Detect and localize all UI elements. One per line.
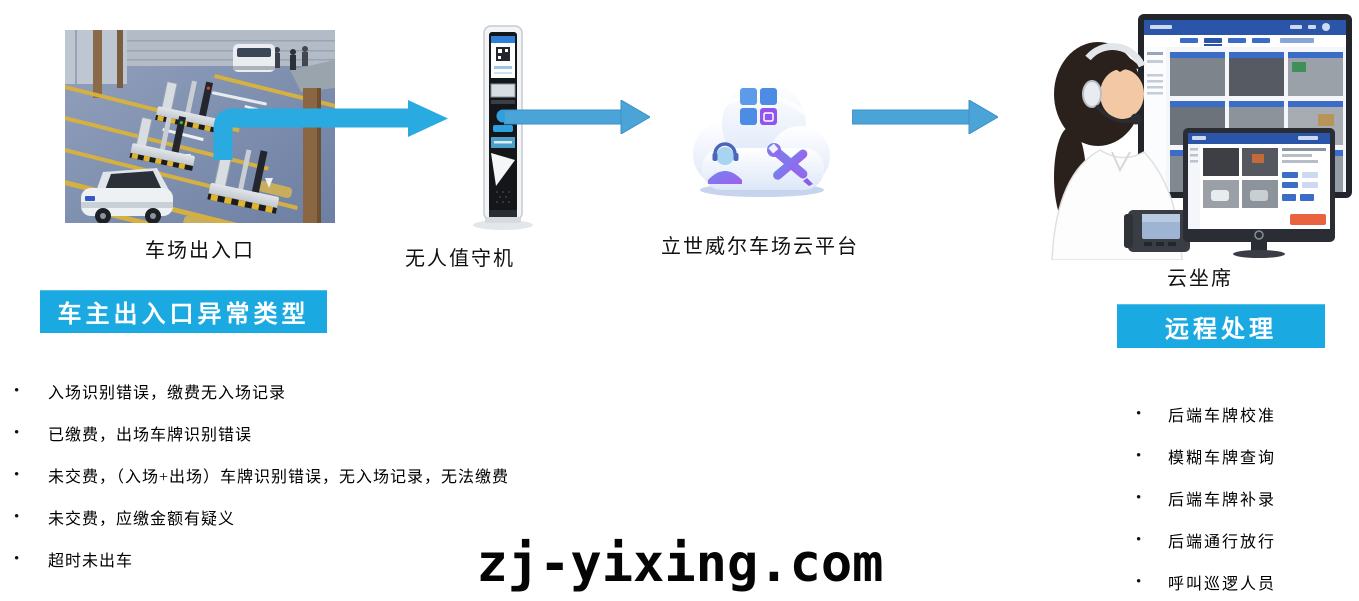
list-item: • 入场识别错误，缴费无入场记录 [8, 370, 648, 412]
caption-kiosk: 无人值守机 [405, 248, 515, 270]
list-item: • 超时未出车 [8, 538, 648, 580]
tools-icon [767, 143, 813, 186]
pedestrians [274, 46, 308, 70]
unattended-kiosk-image [473, 25, 533, 230]
list-item-text: 入场识别错误，缴费无入场记录 [48, 385, 287, 402]
small-monitor [1183, 128, 1335, 258]
list-item: • 后端车牌补录 [1132, 477, 1352, 519]
list-item: • 未交费，应缴金额有疑义 [8, 496, 648, 538]
list-item-text: 超时未出车 [48, 553, 134, 570]
caption-cloud-agent: 云坐席 [1167, 268, 1233, 290]
caption-parking-entrance: 车场出入口 [145, 240, 255, 262]
remote-handling-list: • 后端车牌校准 • 模糊车牌查询 • 后端车牌补录 • 后端通行放行 • 呼叫… [1132, 393, 1352, 601]
kiosk-pennant [491, 153, 515, 186]
barrier-island-3 [207, 149, 279, 214]
bullet-icon: • [1136, 531, 1144, 548]
list-item: • 未交费，（入场+出场）车牌识别错误，无入场记录，无法缴费 [8, 454, 648, 496]
list-item: • 已缴费，出场车牌识别错误 [8, 412, 648, 454]
list-item-text: 呼叫巡逻人员 [1168, 576, 1277, 593]
list-item: • 后端通行放行 [1132, 519, 1352, 561]
bullet-icon: • [14, 466, 21, 483]
barrier-island-2 [129, 115, 195, 171]
flow-arrow-1 [213, 100, 448, 160]
bullet-icon: • [1136, 405, 1144, 422]
flow-arrow-3 [852, 100, 998, 134]
bullet-icon: • [1136, 447, 1144, 464]
app-grid-icon [740, 88, 777, 125]
list-item-text: 未交费，（入场+出场）车牌识别错误，无入场记录，无法缴费 [48, 469, 510, 486]
right-section-title: 远程处理 [1117, 304, 1325, 348]
list-item-text: 模糊车牌查询 [1168, 450, 1277, 467]
flow-arrow-2 [504, 100, 650, 134]
bullet-icon: • [14, 382, 21, 399]
canopy [290, 60, 335, 92]
cloud-agent-image [1051, 14, 1352, 260]
kiosk-screen [491, 36, 515, 78]
watermark-text: zj-yixing.com [476, 534, 884, 594]
bullet-icon: • [14, 424, 21, 441]
list-item-text: 后端车牌补录 [1168, 492, 1277, 509]
bullet-icon: • [1136, 489, 1144, 506]
white-car [81, 168, 173, 223]
list-item-text: 未交费，应缴金额有疑义 [48, 511, 236, 528]
bullet-icon: • [14, 550, 21, 567]
list-item: • 模糊车牌查询 [1132, 435, 1352, 477]
cloud-platform-icon [693, 82, 830, 197]
list-item-text: 后端车牌校准 [1168, 408, 1277, 425]
small-monitor-form [1282, 148, 1326, 225]
caption-cloud-platform: 立世威尔车场云平台 [661, 236, 859, 258]
bullet-icon: • [1136, 573, 1144, 590]
list-item: • 后端车牌校准 [1132, 393, 1352, 435]
van [233, 44, 275, 72]
desk-phone [1124, 210, 1190, 252]
list-item-text: 已缴费，出场车牌识别错误 [48, 427, 253, 444]
list-item: • 呼叫巡逻人员 [1132, 561, 1352, 601]
bullet-icon: • [14, 508, 21, 525]
agent-headset-icon [708, 142, 742, 184]
list-item-text: 后端通行放行 [1168, 534, 1277, 551]
abnormal-types-list: • 入场识别错误，缴费无入场记录 • 已缴费，出场车牌识别错误 • 未交费，（入… [8, 370, 648, 580]
left-section-title: 车主出入口异常类型 [40, 290, 327, 333]
kiosk-display [490, 83, 516, 98]
kiosk-speaker-holes [496, 191, 510, 203]
